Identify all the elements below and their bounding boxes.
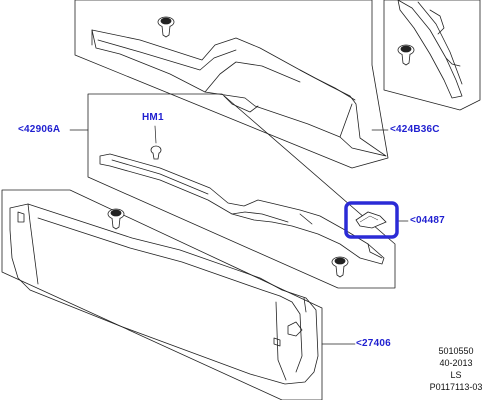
pillar-trim-panel-frame [383,0,481,111]
highlight-box [344,201,399,239]
push-pin-fastener-icon [107,208,125,230]
upper-trim-part [91,29,387,157]
callout-27406[interactable]: <27406 [356,338,391,349]
drawing-code-line: P0117113-03 [429,382,483,392]
pillar-trim-part [397,0,463,99]
clip-icon [150,145,162,160]
sill-trim-part [99,153,385,265]
callout-424B36C[interactable]: <424B36C [390,124,440,135]
callout-04487[interactable]: <04487 [410,215,445,226]
drawing-code-line: 40-2013 [439,358,473,368]
drawing-code-line: 5010550 [438,346,474,356]
cap-icon[interactable] [355,211,387,229]
push-pin-fastener-icon [331,256,349,278]
push-pin-fastener-icon [157,16,175,38]
leader-lines [69,125,409,345]
sill-trim-panel-frame [87,93,396,289]
callout-42906A[interactable]: <42906A [18,124,61,135]
upper-trim-panel-frame [74,0,389,169]
lower-trim-part [9,203,319,385]
push-pin-fastener-icon [397,44,415,66]
lower-trim-panel-frame [1,189,323,400]
callout-HM1[interactable]: HM1 [142,112,164,123]
drawing-code-line: LS [450,370,462,380]
